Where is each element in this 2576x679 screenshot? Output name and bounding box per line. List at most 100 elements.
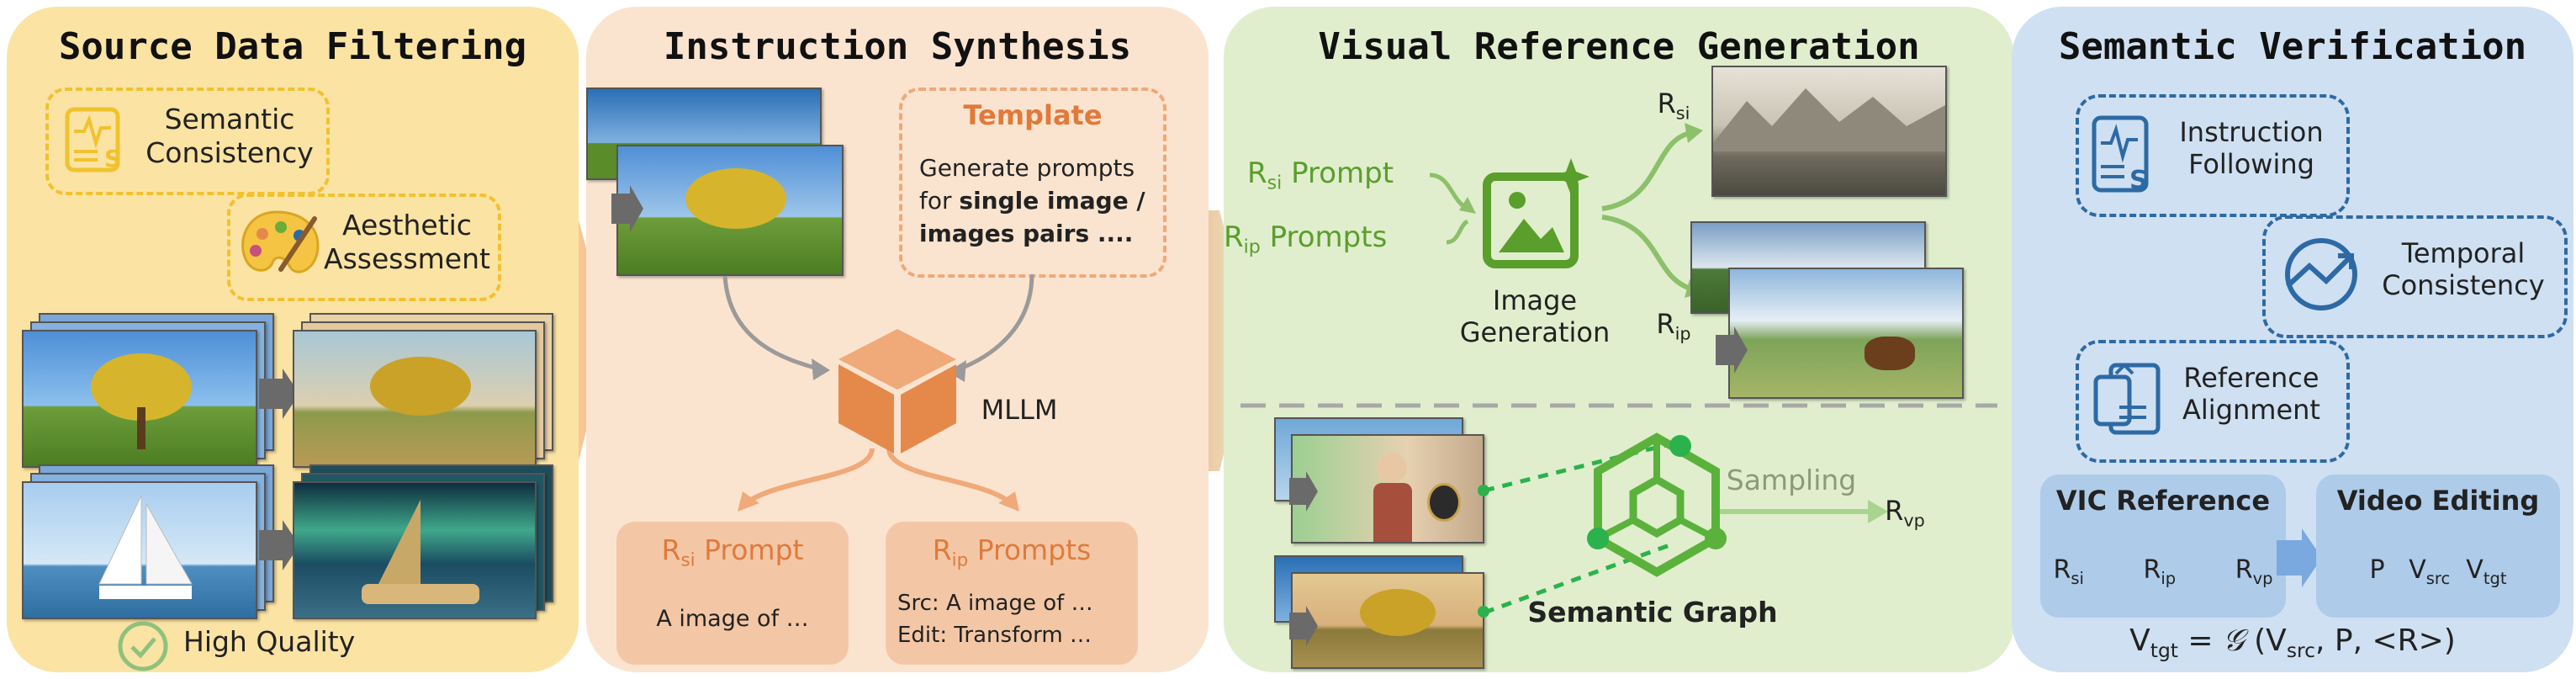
semantic-graph-label: Semantic Graph [1527,596,1778,629]
template-line-1: Generate prompts [919,154,1135,182]
template-text: Generate prompts for single image / imag… [919,151,1155,251]
trend-circle-icon [2285,238,2357,310]
aesthetic-assessment-label: Aesthetic Assessment [324,209,490,275]
rip-prompts-input: Rip Prompts [1224,220,1442,258]
rip-prompts-title: Rip Prompts [886,533,1138,571]
vic-r1: R [2053,555,2071,585]
svg-text:S: S [104,145,121,172]
arrow-right-icon [2277,528,2322,587]
check-circle-icon [118,621,168,671]
rip-r: R [1656,308,1675,340]
cube-icon [838,329,956,454]
edit-v1: V [2409,555,2426,585]
semantic-graph-icon [1587,432,1727,577]
rvp-label: Rvp [1871,495,1939,531]
output-rip-label: Rip [1648,308,1699,344]
template-box: Template Generate prompts for single ima… [899,88,1166,278]
rsi-r: R [661,533,681,566]
filtered-aurora-boat-image [293,481,537,619]
rsi-sub: si [1267,172,1283,194]
input-tree-image [616,145,844,276]
rip-suffix: Prompts [1260,220,1388,254]
document-copy-icon [2093,363,2161,435]
rsi-sub: si [1675,103,1690,124]
graph-link-node [1478,485,1489,496]
vic-reference-title: VIC Reference [2055,485,2271,517]
rsi-sub: si [680,549,696,571]
svg-text:S: S [2129,166,2148,195]
output-rsi-label: Rsi [1648,88,1699,124]
formula-eq: = [2177,623,2224,658]
instruction-synthesis-panel: Instruction Synthesis Template Generate … [586,7,1209,672]
image-generation-label: Image Generation [1459,284,1611,349]
rsi-suffix: Prompt [1282,156,1394,190]
rsi-r: R [1657,88,1676,119]
rip-r: R [932,533,952,566]
reference-alignment-box: Reference Alignment [2076,340,2350,463]
arrow-right-icon [1289,606,1318,646]
formula: Vtgt = 𝒢 (Vsrc, P, <R>) [2012,623,2573,662]
graph-link-node [1478,606,1489,618]
semantic-consistency-label: Semantic Consistency [145,103,314,169]
source-tree-image [22,330,257,468]
rvp-sub: vp [1903,510,1925,531]
synthesis-arrows [722,273,1034,512]
document-chart-icon: S [65,107,121,172]
rip-sub: ip [1243,236,1261,258]
rsi-prompt-box: Rsi Prompt A image of … [616,522,849,665]
source-sailboat-image [22,481,257,619]
sampling-label: Sampling [1726,464,1857,496]
template-line-3: images pairs .... [919,220,1134,248]
formula-rest: , P, <R>) [2314,623,2456,658]
template-line-2: for [919,187,960,215]
formula-src: src [2286,639,2315,663]
rip-prompts-box: Rip Prompts Src: A image of … Edit: Tran… [886,522,1138,665]
document-chart-icon: S [2092,115,2149,195]
formula-vsub: tgt [2150,639,2178,663]
rvp-r: R [1885,495,1904,527]
image-generation-icon [1483,158,1590,268]
formula-v: V [2129,623,2150,658]
template-bold: single image / [959,187,1145,215]
arrow-right-icon [1289,471,1318,512]
vic-reference-items: Rsi Rip Rvp [2040,555,2286,588]
vic-s2: ip [2161,568,2177,588]
video-editing-items: P Vsrc Vtgt [2316,555,2560,588]
panel-title: Source Data Filtering [58,25,527,68]
rsi-prompt-text: A image of … [656,606,809,632]
formula-g: 𝒢 [2223,623,2245,658]
template-title: Template [963,99,1103,131]
arrow-right-icon [611,185,643,232]
video-frame-tree [1291,572,1484,669]
video-editing-box: Video Editing P Vsrc Vtgt [2316,475,2560,618]
edit-s1: src [2425,568,2451,588]
rsi-prompt-input: Rsi Prompt [1247,156,1441,194]
video-editing-title: Video Editing [2336,485,2540,517]
high-quality-label: High Quality [183,625,356,658]
arrow-right-icon [1716,326,1748,374]
rip-sub: ip [951,549,969,571]
visual-reference-generation-panel: Visual Reference Generation Rsi Prompt R… [1224,7,2014,672]
formula-open: (V [2244,623,2287,658]
panel-title: Visual Reference Generation [1318,25,1920,68]
temporal-consistency-box: Temporal Consistency [2262,215,2568,338]
semantic-verification-panel: Semantic Verification S Instruction Foll… [2012,7,2573,672]
arrow-right-icon [259,369,299,419]
vic-r2: R [2143,555,2161,585]
panel-title: Instruction Synthesis [663,25,1132,68]
video-frame-doll [1291,434,1484,544]
vic-r3: R [2235,555,2253,585]
generated-valley-image [1728,268,1964,399]
vic-s1: si [2071,568,2084,588]
edit-v2: V [2466,555,2483,585]
generation-arrows [1240,123,1997,615]
rsi-r: R [1247,156,1267,190]
instruction-following-box: S Instruction Following [2076,94,2350,217]
reference-alignment-label: Reference Alignment [2182,362,2320,427]
vic-reference-box: VIC Reference Rsi Rip Rvp [2040,475,2286,618]
rip-suffix: Prompts [968,533,1092,566]
rsi-suffix: Prompt [695,533,804,566]
aesthetic-assessment-box: Aesthetic Assessment [227,194,501,301]
source-data-filtering-panel: Source Data Filtering S Semantic Consist… [7,7,579,672]
rip-edit-text: Edit: Transform … [897,623,1092,648]
